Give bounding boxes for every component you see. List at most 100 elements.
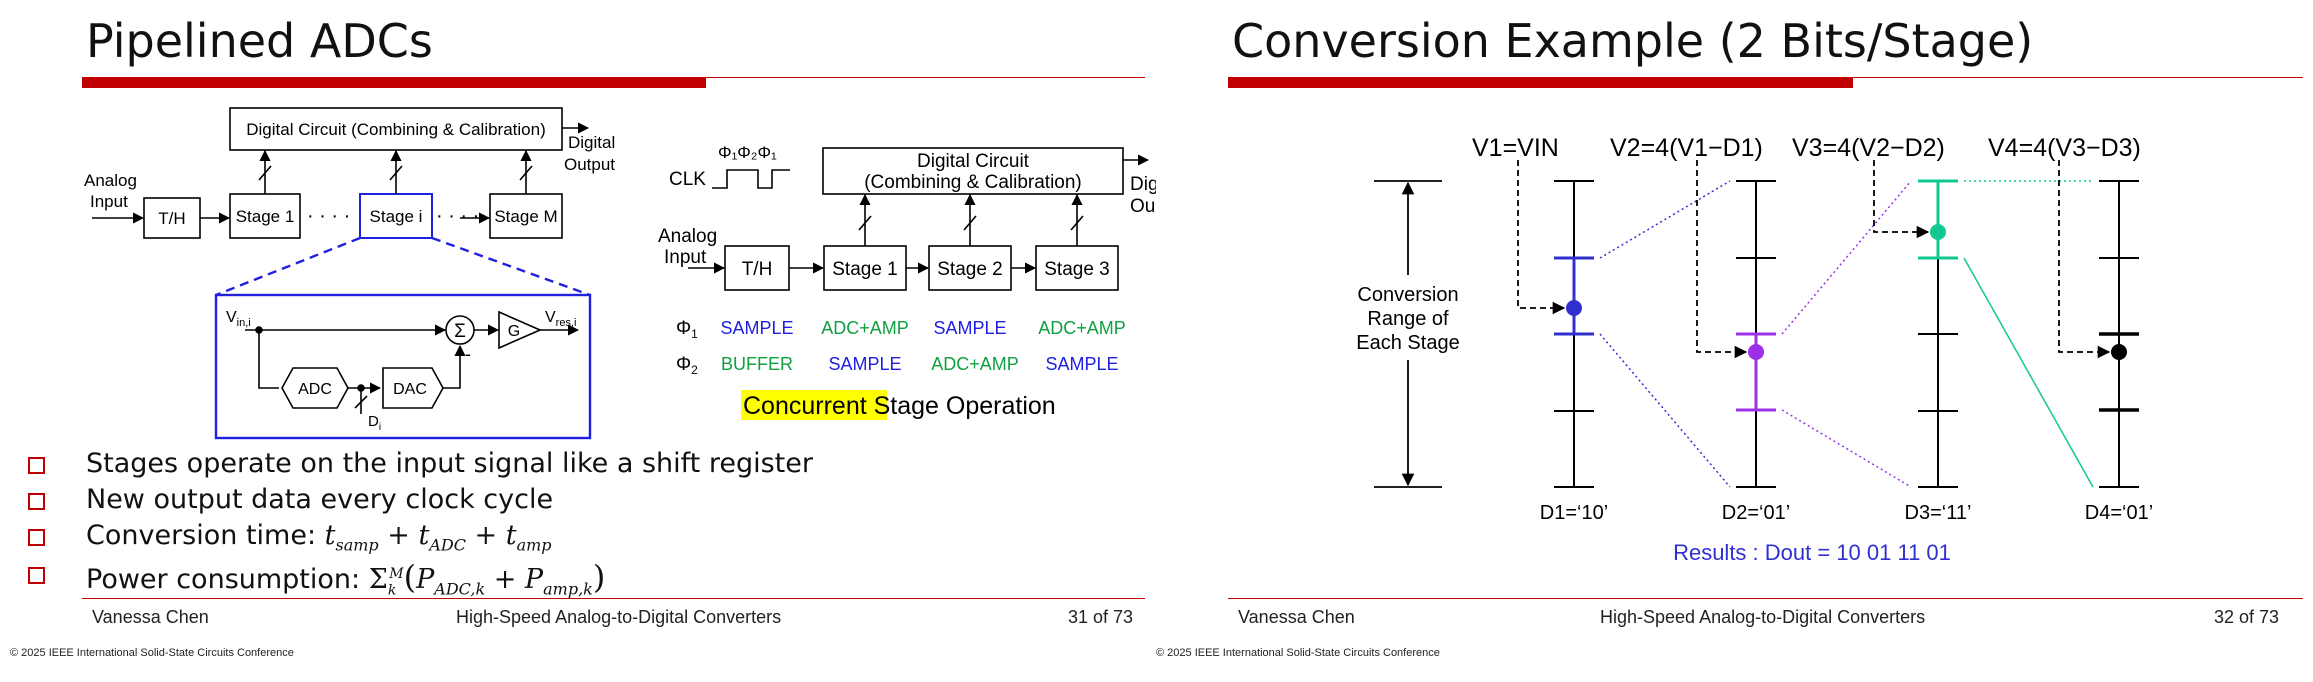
bullet-marker (28, 457, 45, 474)
stage-m-label: Stage M (494, 207, 557, 226)
stage3-box-b (1035, 245, 1119, 291)
footer-page: 32 of 73 (2214, 607, 2280, 627)
footer-course: High-Speed Analog-to-Digital Converters (456, 607, 782, 627)
bullet-marker (28, 529, 45, 546)
bullet-1: Stages operate on the input signal like … (28, 448, 813, 479)
slide-pipelined-adcs: Pipelined ADCs (0, 0, 1156, 682)
title-accent-bar (1228, 77, 1853, 88)
stage4-ticks-bold (2099, 332, 2139, 412)
bullet-marker (28, 567, 45, 584)
slide-title: Pipelined ADCs (86, 14, 433, 68)
phi1-row: SAMPLE ADC+AMP SAMPLE ADC+AMP (720, 318, 1125, 338)
range-label-line1: Conversion (1357, 284, 1458, 306)
v2-label: V2=4(V1−D1) (1610, 134, 1763, 162)
v1-point (1566, 300, 1582, 316)
digital-circuit-b-line2: (Combining & Calibration) (864, 172, 1082, 193)
stage1-label: Stage 1 (236, 207, 295, 226)
stage-i-detail-box (214, 293, 592, 440)
concurrent-caption: Concurrent Stage Operation (743, 392, 1056, 420)
voltage-pointers (1517, 160, 2111, 359)
stage1-b-label: Stage 1 (832, 259, 898, 280)
analog-input-label-1: Analog (84, 171, 137, 190)
conversion-diagram: V1=VIN V2=4(V1−D1) V3=4(V2−D2) V4=4(V3−D… (1356, 134, 2153, 565)
dots-1: · · · · (307, 205, 350, 227)
stage3-b-label: Stage 3 (1044, 259, 1110, 280)
phi1-cell: SAMPLE (933, 318, 1006, 338)
adc-label: ADC (298, 381, 332, 398)
di-label: Di (368, 413, 381, 433)
th-label: T/H (158, 209, 185, 228)
d2-label: D2=‘01’ (1722, 502, 1790, 524)
digital-code-labels: D1=‘10’ D2=‘01’ D3=‘11’ D4=‘01’ (1540, 502, 2153, 524)
dac-label: DAC (393, 381, 427, 398)
diagram-a (92, 107, 592, 440)
stage-i-box (359, 193, 433, 239)
footer-page: 31 of 73 (1068, 607, 1134, 627)
th-b-label: T/H (742, 259, 773, 280)
title-accent-bar (82, 77, 706, 88)
vres-label: Vres,i (545, 309, 576, 329)
v4-label: V4=4(V3−D3) (1988, 134, 2141, 162)
conversion-time-formula: tsamp + tADC + tamp (324, 520, 552, 555)
v4-point (2111, 344, 2127, 360)
phi2-cell: SAMPLE (828, 354, 901, 374)
digital-circuit-box-b (822, 147, 1124, 195)
stage2-box-b (928, 245, 1012, 291)
result-text: Results : Dout = 10 01 11 01 (1673, 540, 1951, 565)
range-label: Conversion Range of Each Stage (1356, 284, 1459, 354)
footer-author: Vanessa Chen (92, 607, 209, 627)
phi2-row: BUFFER SAMPLE ADC+AMP SAMPLE (721, 354, 1119, 374)
analog-input-b-2: Input (664, 247, 707, 268)
footer-rule (1228, 598, 2303, 599)
phi2-cell: BUFFER (721, 354, 793, 374)
slide-conversion-example: Conversion Example (2 Bits/Stage) (1156, 0, 2312, 682)
phi2-cell: SAMPLE (1045, 354, 1118, 374)
digital-output-label-2: Output (564, 155, 615, 174)
digital-circuit-label: Digital Circuit (Combining & Calibration… (246, 120, 546, 139)
bullet-4: Power consumption: ΣkM(PADC,k + Pamp,k) (28, 558, 606, 599)
range-label-line2: Range of (1367, 308, 1449, 330)
th-box-b (724, 245, 790, 291)
dots-2: · · · · (436, 205, 479, 227)
voltage-labels: V1=VIN V2=4(V1−D1) V3=4(V2−D2) V4=4(V3−D… (1472, 134, 2141, 162)
analog-input-label-2: Input (90, 192, 128, 211)
footer-course: High-Speed Analog-to-Digital Converters (1600, 607, 1926, 627)
phi1-cell: ADC+AMP (821, 318, 909, 338)
clock-waveform (712, 169, 790, 189)
mapping-line-3b (1963, 257, 2094, 488)
v2-point (1748, 344, 1764, 360)
digital-circuit-box (229, 107, 563, 151)
bullet-3: Conversion time: tsamp + tADC + tamp (28, 520, 552, 555)
clk-label: CLK (669, 169, 706, 190)
stage-i-label: Stage i (370, 207, 423, 226)
copyright: © 2025 IEEE International Solid-State Ci… (10, 647, 294, 659)
diagram-b (688, 147, 1150, 291)
range-indicator (1374, 180, 1442, 488)
stage2-b-label: Stage 2 (937, 259, 1003, 280)
dac-block (382, 367, 444, 409)
bullet-marker (28, 493, 45, 510)
gain-label: G (508, 323, 520, 340)
vin-label: Vin,i (226, 309, 251, 329)
stage-columns (1573, 181, 2120, 487)
v3-point (1930, 224, 1946, 240)
d3-label: D3=‘11’ (1905, 502, 1972, 524)
stage1-box-b (823, 245, 907, 291)
footer-author: Vanessa Chen (1238, 607, 1355, 627)
phase-labels: Φ₁Φ₂Φ₁ (718, 143, 777, 162)
v3-label: V3=4(V2−D2) (1792, 134, 1945, 162)
phi1-cell: ADC+AMP (1038, 318, 1126, 338)
analog-input-b-1: Analog (658, 226, 717, 247)
tick-marks (1554, 180, 2139, 488)
power-formula: ΣkM(PADC,k + Pamp,k) (368, 558, 606, 599)
pipeline-block-diagram: Digital Circuit (Combining & Calibration… (84, 107, 1156, 440)
digital-output-label-1: Digital (568, 133, 615, 152)
phi2-cell: ADC+AMP (931, 354, 1019, 374)
diagram-a-labels: Digital Circuit (Combining & Calibration… (84, 120, 615, 433)
slide-title: Conversion Example (2 Bits/Stage) (1232, 14, 2034, 68)
phi1-cell: SAMPLE (720, 318, 793, 338)
range-label-line3: Each Stage (1356, 332, 1459, 354)
bullet-2: New output data every clock cycle (28, 484, 553, 515)
diagram-b-labels: CLK Φ₁Φ₂Φ₁ Digital Circuit (Combining & … (658, 143, 1156, 420)
sum-symbol: Σ (454, 321, 466, 342)
